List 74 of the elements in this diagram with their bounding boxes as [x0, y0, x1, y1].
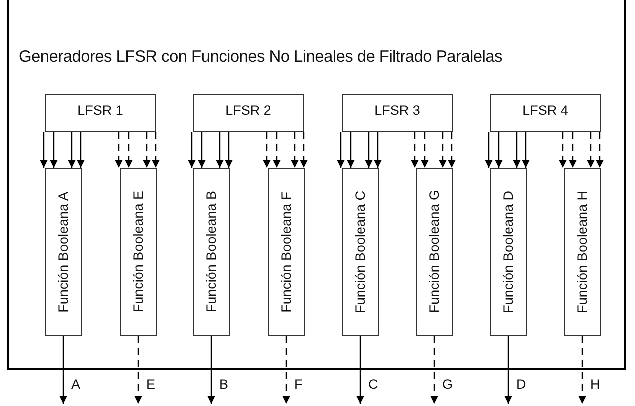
- arrow: [411, 132, 419, 168]
- edge-label: G: [442, 378, 454, 392]
- arrow: [263, 132, 271, 168]
- edge-label: D: [516, 378, 526, 392]
- edge-label: A: [72, 378, 81, 392]
- arrow: [68, 132, 76, 168]
- arrow: [421, 132, 429, 168]
- arrow: [40, 132, 48, 168]
- arrow: [439, 132, 447, 168]
- arrow: [50, 132, 58, 168]
- arrow: [77, 132, 85, 168]
- box-label: Función Booleana C: [353, 190, 368, 314]
- boolean-function-box: [564, 168, 601, 336]
- arrow: [365, 132, 373, 168]
- box-label: Función Booleana B: [204, 191, 219, 313]
- box-label: Función Booleana A: [56, 192, 71, 312]
- boolean-function-box: [268, 168, 305, 336]
- box-label: LFSR 1: [78, 103, 124, 118]
- arrow: [282, 336, 290, 404]
- box-label: LFSR 2: [226, 103, 272, 118]
- boolean-function-box: [120, 168, 157, 336]
- arrow: [143, 132, 151, 168]
- lfsr-box: [490, 94, 601, 132]
- arrow: [300, 132, 308, 168]
- edge-label: C: [368, 378, 378, 392]
- arrow: [559, 132, 567, 168]
- arrow: [347, 132, 355, 168]
- arrow: [216, 132, 224, 168]
- arrow: [504, 336, 512, 404]
- arrow: [596, 132, 604, 168]
- arrow: [152, 132, 160, 168]
- arrow: [485, 132, 493, 168]
- arrow: [60, 336, 68, 404]
- boolean-function-box: [416, 168, 453, 336]
- box-label: Función Booleana E: [131, 191, 146, 313]
- system-frame: [7, 0, 626, 370]
- arrow: [587, 132, 595, 168]
- boolean-function-box: [45, 168, 82, 336]
- arrow: [291, 132, 299, 168]
- arrow: [569, 132, 577, 168]
- lfsr-box: [193, 94, 304, 132]
- arrow: [198, 132, 206, 168]
- box-label: Función Booleana H: [575, 190, 590, 314]
- arrow: [125, 132, 133, 168]
- edge-label: H: [590, 378, 600, 392]
- edge-label: B: [220, 378, 229, 392]
- arrow: [273, 132, 281, 168]
- box-label: LFSR 4: [522, 103, 568, 118]
- arrow: [356, 336, 364, 404]
- arrow: [225, 132, 233, 168]
- lfsr-box: [45, 94, 156, 132]
- box-label: Función Booleana G: [427, 190, 442, 314]
- arrow: [448, 132, 456, 168]
- arrow: [495, 132, 503, 168]
- box-label: LFSR 3: [374, 103, 420, 118]
- arrow: [208, 336, 216, 404]
- arrow: [337, 132, 345, 168]
- box-label: Función Booleana F: [279, 192, 294, 312]
- arrow: [115, 132, 123, 168]
- arrow: [134, 336, 142, 404]
- frame-heading: Generadores LFSR con Funciones No Lineales de Filtrado Paralelas: [19, 48, 502, 67]
- arrow: [188, 132, 196, 168]
- edge-label: F: [294, 378, 303, 392]
- box-label: Función Booleana D: [501, 190, 516, 314]
- arrow: [513, 132, 521, 168]
- boolean-function-box: [490, 168, 527, 336]
- arrow: [374, 132, 382, 168]
- arrow: [522, 132, 530, 168]
- arrow: [430, 336, 438, 404]
- edge-label: E: [146, 378, 156, 392]
- lfsr-box: [342, 94, 453, 132]
- boolean-function-box: [193, 168, 230, 336]
- boolean-function-box: [342, 168, 379, 336]
- arrow: [578, 336, 586, 404]
